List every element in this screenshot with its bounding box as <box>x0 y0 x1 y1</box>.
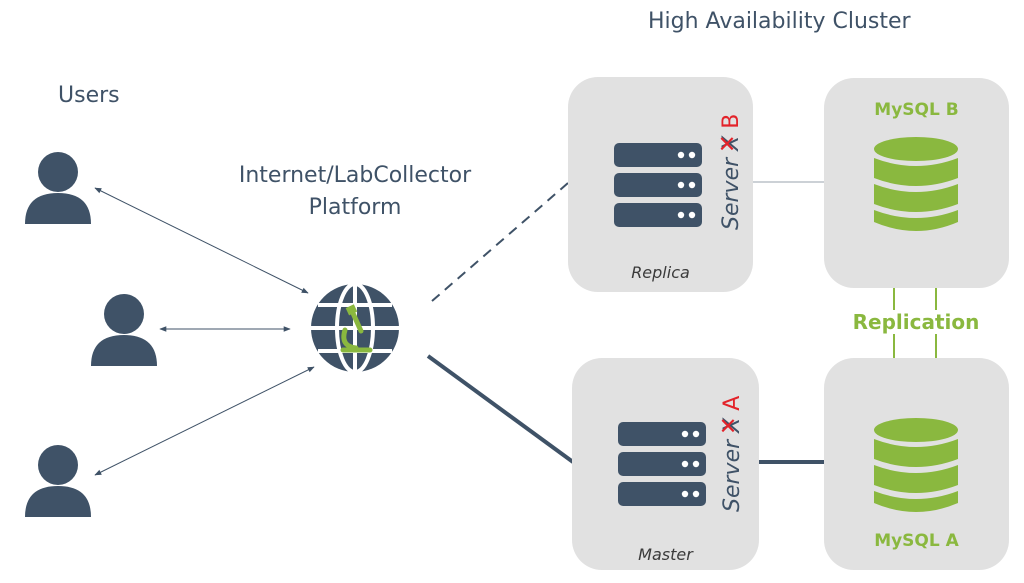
users-label: Users <box>58 83 120 108</box>
user-icon <box>25 152 91 224</box>
user-icon <box>25 445 91 517</box>
globe-icon <box>311 282 399 374</box>
server-rack-icon <box>618 422 706 506</box>
server-a-label: Server X A <box>720 396 745 512</box>
server-b-struck: X <box>719 136 744 151</box>
microscope-icon <box>340 304 373 353</box>
link-globe-replica <box>431 182 569 302</box>
platform-label: Internet/LabCollector Platform <box>220 160 490 224</box>
mysql-b-label: MySQL B <box>874 100 959 120</box>
server-a-struck: X <box>720 418 745 433</box>
link-globe-master <box>426 354 575 464</box>
master-label: Master <box>638 545 693 564</box>
replication-label: Replication <box>842 310 990 334</box>
link-user-top <box>94 187 309 294</box>
server-a-letter: A <box>720 395 745 411</box>
platform-label-line2: Platform <box>308 195 402 220</box>
server-a-prefix: Server <box>720 432 745 512</box>
server-b-prefix: Server <box>719 150 744 230</box>
link-user-bottom <box>94 366 315 476</box>
server-b-letter: B <box>719 113 744 129</box>
server-rack-icon <box>614 143 702 227</box>
server-b-label: Server X B <box>719 114 744 230</box>
user-icon <box>91 294 157 366</box>
database-icon <box>874 418 958 512</box>
cluster-title: High Availability Cluster <box>648 9 911 34</box>
mysql-a-label: MySQL A <box>874 531 959 551</box>
database-icon <box>874 137 958 231</box>
replica-label: Replica <box>631 263 690 282</box>
platform-label-line1: Internet/LabCollector <box>238 163 472 188</box>
